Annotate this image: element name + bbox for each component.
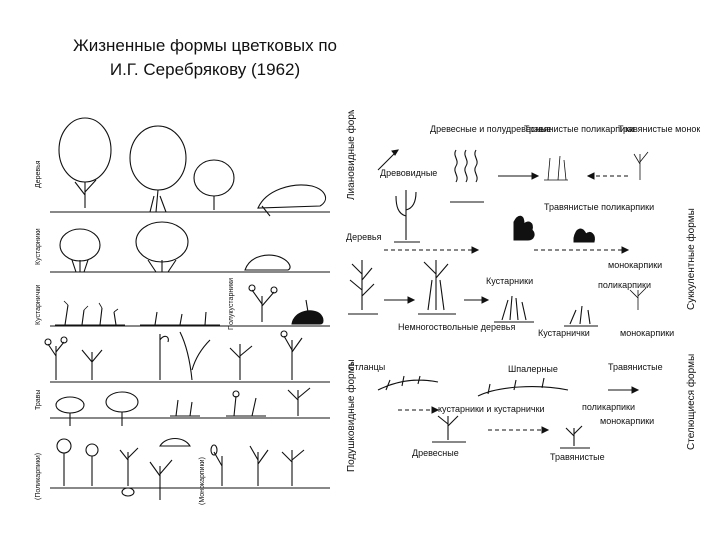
label-polycarpics2: поликарпики	[582, 402, 635, 412]
left-figure-svg: Деревья Кустарники Кустарнички Полукуста…	[30, 100, 348, 530]
label-multi-trunk: Немногоствольные деревья	[398, 322, 515, 332]
label-polycarpics: поликарпики	[598, 280, 651, 290]
herb-icon	[106, 392, 138, 426]
herb-icon	[45, 337, 67, 380]
title-line-1: Жизненные формы цветковых по	[40, 34, 370, 58]
label-monocarpics3: монокарпики	[600, 416, 654, 426]
row-label-herbs: Травы	[35, 390, 42, 410]
label-herbaceous-right: Травянистые	[608, 362, 663, 372]
arrow-icon	[378, 150, 398, 170]
label-shrublets: Кустарнички	[538, 328, 590, 338]
arrow-icon	[384, 247, 478, 253]
herb-icon	[160, 334, 168, 380]
shrub-icon	[564, 306, 598, 326]
arrow-icon	[588, 173, 628, 179]
cushion-icon	[292, 300, 323, 324]
group-label-creeping: Стелющиеся формы	[685, 354, 697, 450]
label-herb-poly-mid: Травянистые поликарпики	[544, 202, 654, 212]
herb-icon	[230, 344, 252, 380]
herb-icon	[150, 460, 172, 500]
label-herbaceous-bottom: Травянистые	[550, 452, 605, 462]
label-herb-mono-top: Травянистые монокарпики	[618, 124, 700, 134]
tree-icon	[258, 185, 326, 216]
label-monocarpics2: монокарпики	[620, 328, 674, 338]
herb-icon	[560, 426, 590, 448]
shrub-icon	[60, 229, 100, 272]
liana-icon	[450, 150, 484, 202]
herb-icon	[634, 152, 648, 180]
herb-icon	[288, 388, 310, 416]
life-forms-scheme-right: Лиановидные формы Суккулентные формы Сте…	[338, 110, 700, 490]
herb-icon	[544, 156, 568, 180]
shrub-icon	[494, 296, 534, 322]
herb-icon	[226, 391, 266, 416]
arrow-icon	[608, 387, 638, 393]
herb-icon	[281, 331, 302, 380]
row-label-shrublets: Кустарнички	[35, 285, 42, 325]
arrow-icon	[498, 173, 538, 179]
label-tree-like: Древовидные	[380, 168, 437, 178]
shrub-icon	[245, 255, 290, 270]
title-line-2: И.Г. Серебрякову (1962)	[40, 58, 370, 82]
herb-icon	[630, 288, 646, 310]
herb-icon	[86, 444, 98, 486]
arrow-icon	[464, 297, 488, 303]
tree-icon	[130, 126, 186, 212]
slide-title: Жизненные формы цветковых по И.Г. Серебр…	[40, 34, 370, 82]
herb-icon	[249, 285, 277, 322]
arrow-icon	[384, 297, 414, 303]
arrow-icon	[534, 247, 628, 253]
row-label-monocarpic: (Монокарпики)	[199, 457, 206, 505]
label-shrubs: Кустарники	[486, 276, 533, 286]
herb-icon	[282, 450, 304, 486]
right-figure-svg: Лиановидные формы Суккулентные формы Сте…	[338, 110, 700, 490]
label-shrubs-shrublets: кустарники и кустарнички	[438, 404, 545, 414]
label-woody-bottom: Древесные	[412, 448, 459, 458]
tree-icon	[348, 260, 378, 314]
cactus-icon	[394, 190, 420, 242]
cactus-icon	[574, 229, 594, 242]
label-trees: Деревья	[346, 232, 382, 242]
herb-icon	[56, 397, 84, 426]
group-label-lianas: Лиановидные формы	[345, 110, 357, 200]
row-label-semishrubs: Полукустарники	[228, 278, 235, 330]
herb-icon	[180, 332, 210, 380]
row-label-shrubs: Кустарники	[35, 228, 42, 265]
cushion-icon	[160, 439, 190, 447]
tree-icon	[432, 416, 466, 442]
tree-icon	[194, 160, 234, 210]
shrub-icon	[140, 312, 220, 325]
label-elfin: Стланцы	[348, 362, 385, 372]
label-monocarpics: монокарпики	[608, 260, 662, 270]
herb-icon	[170, 400, 200, 416]
herb-icon	[211, 445, 222, 486]
group-label-cushions: Подушковидные формы	[345, 359, 357, 472]
arrow-icon	[488, 427, 548, 433]
herb-icon	[82, 350, 102, 380]
shrub-icon	[136, 222, 188, 272]
cactus-icon	[514, 216, 534, 240]
herb-icon	[57, 439, 71, 486]
row-label-polycarpic: (Поликарпики)	[35, 453, 42, 500]
label-espalier: Шпалерные	[508, 364, 558, 374]
shrub-icon	[55, 301, 125, 325]
group-label-succulents: Суккулентные формы	[685, 208, 697, 310]
herb-icon	[250, 446, 268, 486]
arrow-icon	[398, 407, 438, 413]
shrub-icon	[378, 376, 438, 390]
row-label-trees: Деревья	[35, 160, 42, 188]
shrub-icon	[478, 378, 568, 396]
life-forms-figure-left: Деревья Кустарники Кустарнички Полукуста…	[30, 100, 348, 530]
tree-icon	[418, 260, 456, 314]
tree-icon	[59, 118, 111, 208]
herb-icon	[120, 448, 138, 496]
